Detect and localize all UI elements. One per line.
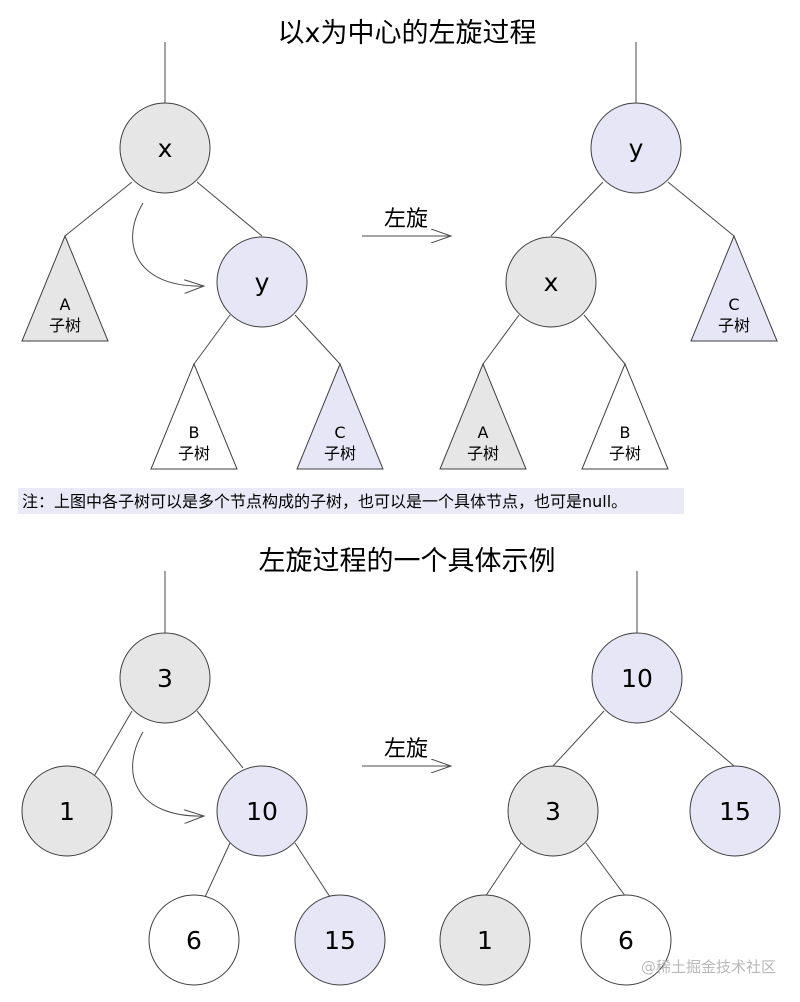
- top-after-edges: [482, 42, 735, 365]
- node-label: 10: [621, 664, 653, 693]
- subtree-letter: B: [620, 423, 631, 442]
- rotation-curve-arrow: [132, 202, 204, 286]
- bottom-rotate-arrow: 左旋: [362, 737, 451, 766]
- bottom-after-node-10: 10: [591, 632, 683, 724]
- edge-x-A: [64, 181, 133, 237]
- node-label: 6: [186, 926, 202, 955]
- subtree-word: 子树: [467, 444, 499, 463]
- top-after-node-x: x: [505, 236, 597, 328]
- edge-3-10: [196, 710, 244, 769]
- node-label: y: [629, 134, 644, 163]
- node-label: 3: [545, 797, 561, 826]
- bottom-before-node-1: 1: [21, 765, 113, 857]
- edge-3-6: [585, 842, 627, 898]
- top-rotate-arrow: 左旋: [362, 207, 451, 236]
- bottom-after-node-6: 6: [580, 894, 672, 986]
- rotate-label: 左旋: [384, 207, 428, 232]
- subtree-letter: A: [478, 423, 489, 442]
- edge-x-A: [482, 314, 520, 365]
- edge-x-B: [583, 314, 626, 365]
- subtree-word: 子树: [609, 444, 641, 463]
- subtree-letter: B: [189, 423, 200, 442]
- bottom-after-node-15: 15: [689, 765, 781, 857]
- bottom-after-node-3: 3: [507, 765, 599, 857]
- rotation-curve-arrow: [132, 731, 204, 816]
- top-before-node-y: y: [216, 236, 308, 328]
- edge-y-x: [550, 181, 604, 237]
- subtree-word: 子树: [49, 316, 81, 335]
- subtree-word: 子树: [178, 444, 210, 463]
- top-before-subtree-C: C 子树: [296, 362, 384, 470]
- node-label: y: [255, 268, 270, 297]
- edge-y-B: [193, 314, 231, 365]
- node-label: 15: [719, 797, 751, 826]
- edge-10-6: [204, 842, 231, 898]
- edge-10-15: [669, 710, 735, 767]
- top-after-subtree-B: B 子树: [581, 362, 669, 470]
- top-before-subtree-A: A 子树: [21, 234, 109, 342]
- edge-y-C: [294, 314, 341, 365]
- bottom-after-node-1: 1: [439, 894, 531, 986]
- node-label: 6: [618, 926, 634, 955]
- edge-3-1: [484, 842, 522, 898]
- bottom-before-node-10: 10: [216, 765, 308, 857]
- subtree-word: 子树: [718, 316, 750, 335]
- subtree-letter: C: [334, 423, 345, 442]
- node-label: 10: [246, 797, 278, 826]
- watermark: @稀土掘金技术社区: [641, 958, 776, 976]
- bottom-title: 左旋过程的一个具体示例: [259, 546, 556, 577]
- bottom-before-edges: [92, 571, 331, 898]
- note-text: 注：上图中各子树可以是多个节点构成的子树，也可以是一个具体节点，也可是null。: [22, 492, 627, 511]
- top-after-node-y: y: [590, 102, 682, 194]
- edge-10-15: [294, 842, 331, 898]
- node-label: 3: [157, 664, 173, 693]
- bottom-after-edges: [484, 571, 735, 898]
- top-before-edges: [64, 42, 341, 365]
- top-after-subtree-A: A 子树: [439, 362, 527, 470]
- edge-x-y: [196, 181, 263, 237]
- bottom-before-node-15: 15: [294, 894, 386, 986]
- edge-3-1: [92, 710, 133, 779]
- top-after-subtree-C: C 子树: [690, 234, 778, 342]
- top-before-node-x: x: [119, 102, 211, 194]
- rotate-label: 左旋: [384, 737, 428, 762]
- node-label: 1: [59, 797, 75, 826]
- bottom-before-node-6: 6: [148, 894, 240, 986]
- bottom-before-node-3: 3: [119, 632, 211, 724]
- subtree-word: 子树: [324, 444, 356, 463]
- node-label: 15: [324, 926, 356, 955]
- node-label: x: [158, 134, 173, 163]
- subtree-letter: A: [60, 295, 71, 314]
- node-label: 1: [477, 926, 493, 955]
- top-before-subtree-B: B 子树: [150, 362, 238, 470]
- top-title: 以x为中心的左旋过程: [278, 18, 537, 49]
- note-box: 注：上图中各子树可以是多个节点构成的子树，也可以是一个具体节点，也可是null。: [18, 488, 684, 514]
- subtree-letter: C: [728, 295, 739, 314]
- edge-10-3: [552, 710, 605, 767]
- edge-y-C: [667, 181, 735, 237]
- node-label: x: [544, 268, 559, 297]
